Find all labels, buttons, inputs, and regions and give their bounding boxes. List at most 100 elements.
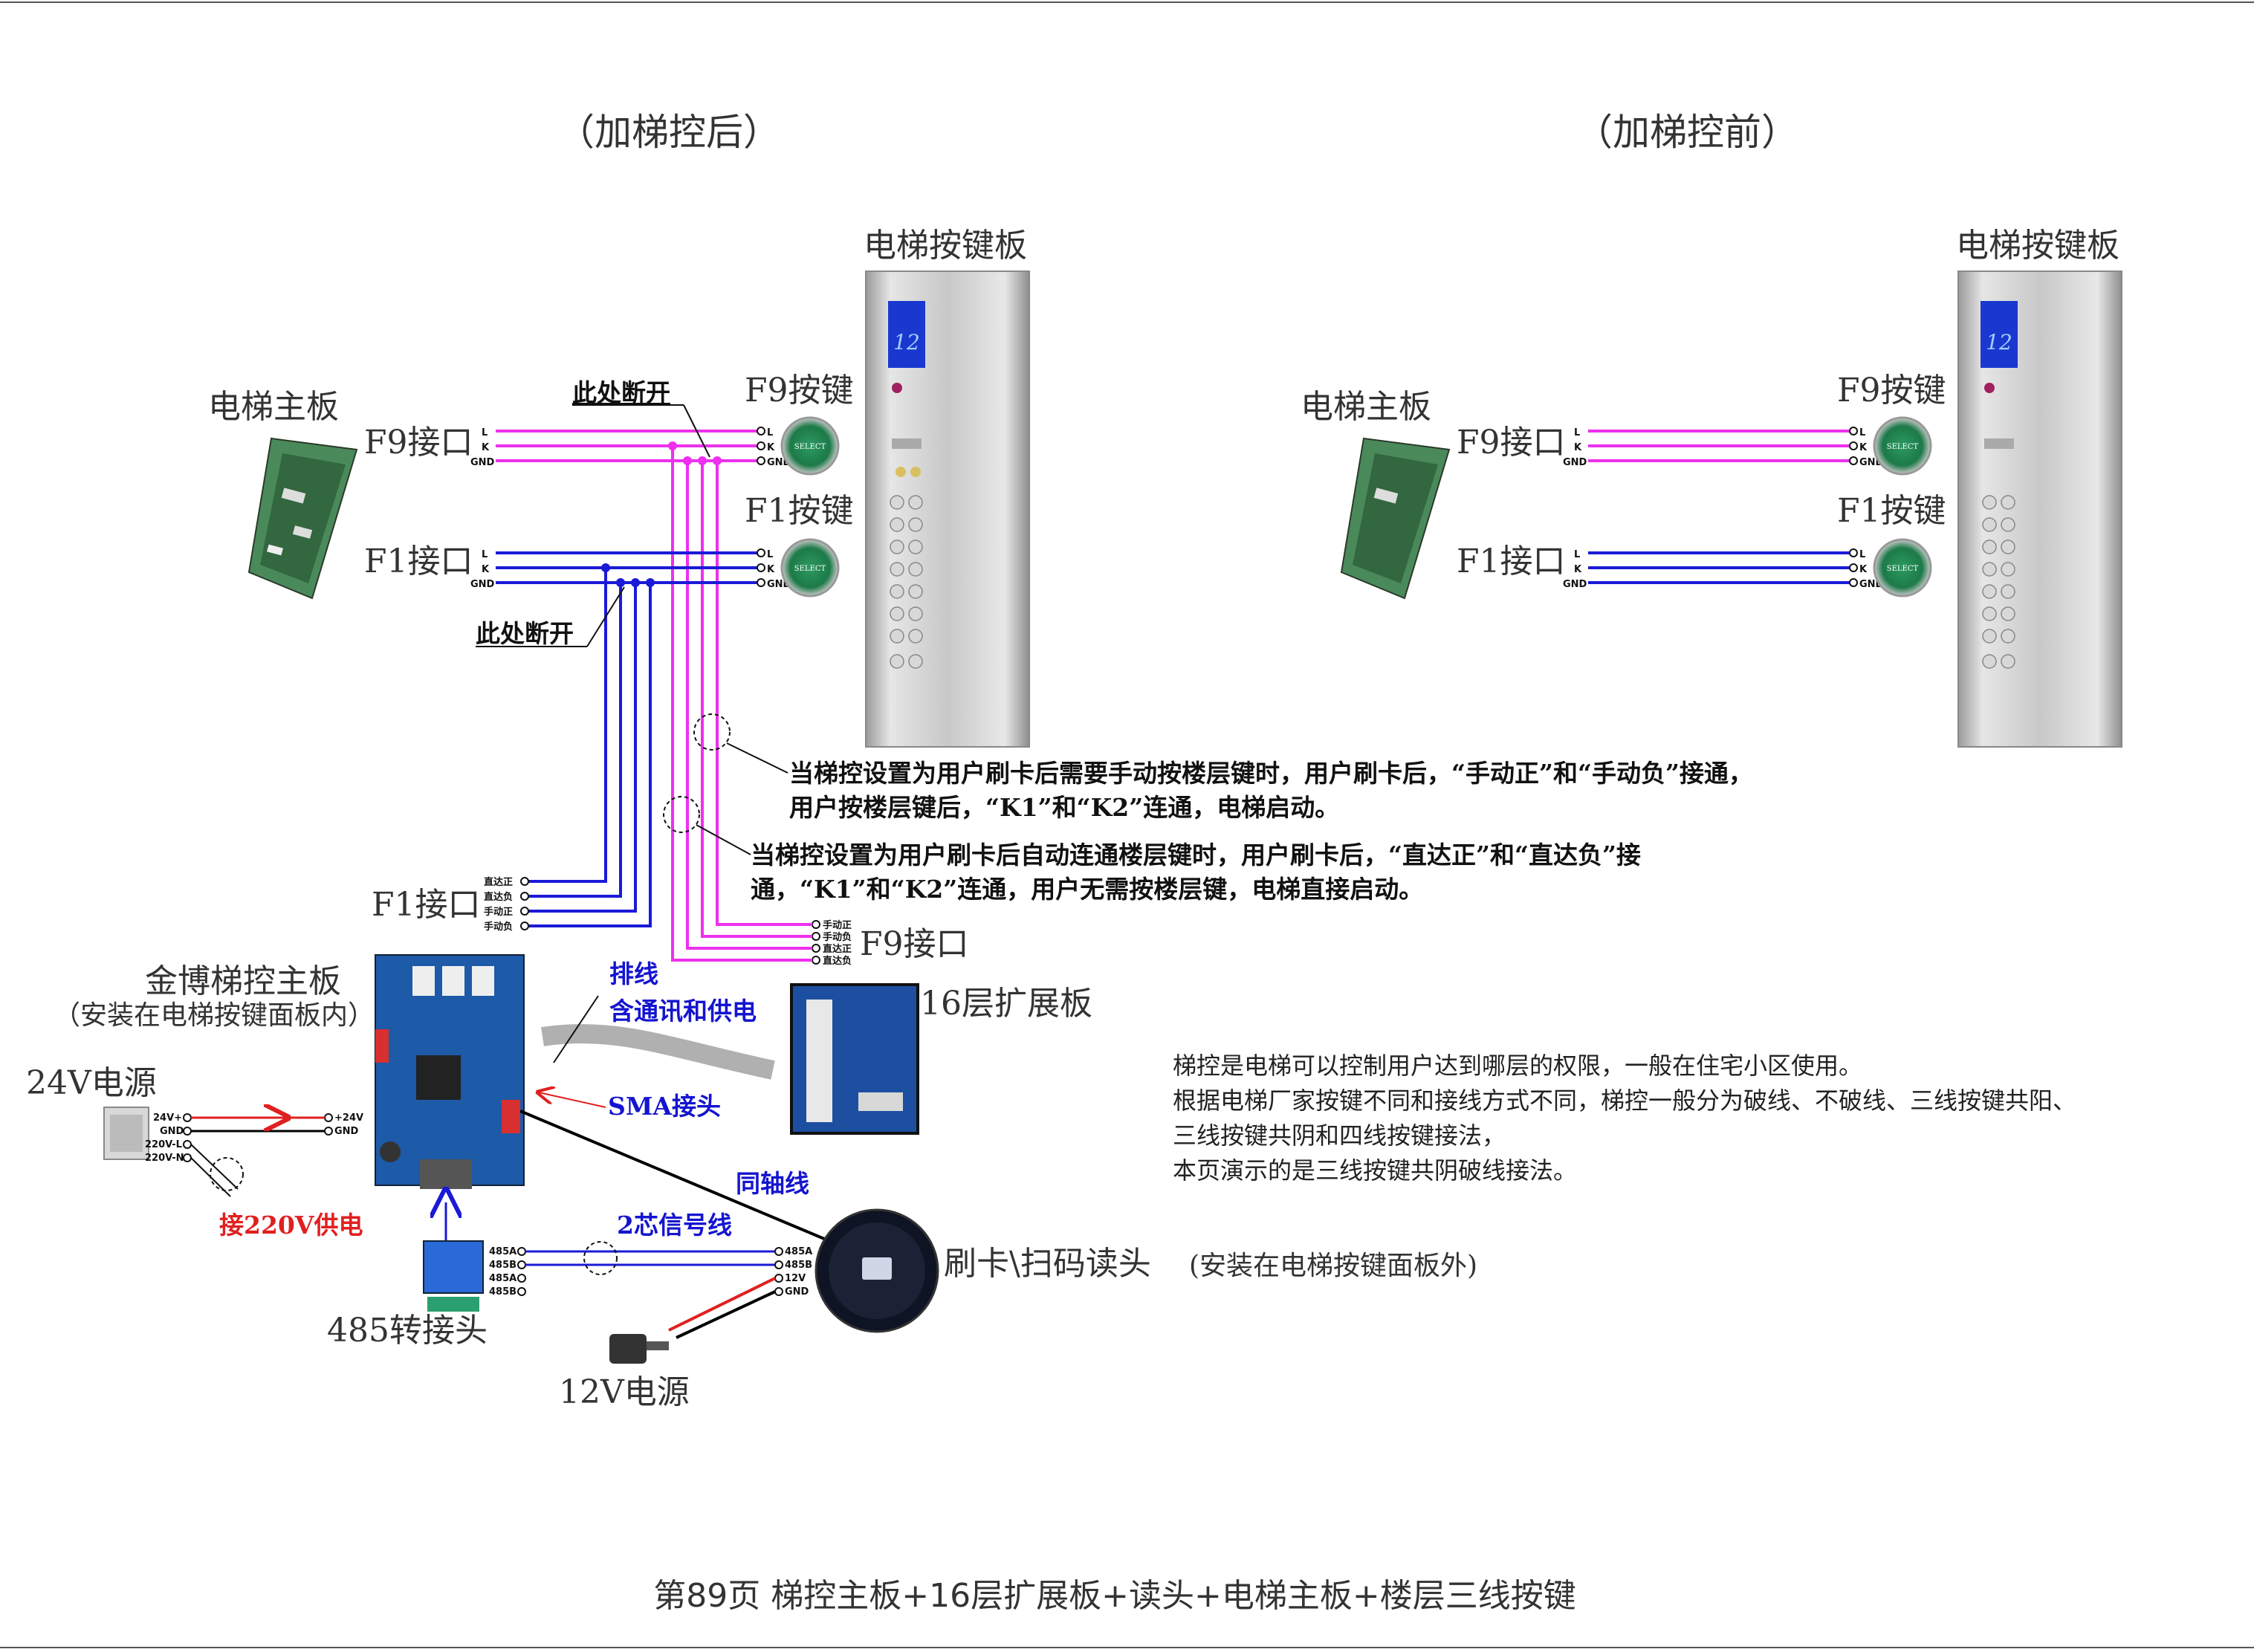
mainboard-label-after: 电梯主板 — [208, 388, 339, 426]
psu24-out-2: GND — [334, 1126, 359, 1137]
ctrl-f1-pin-4: 手动负 — [484, 921, 513, 933]
mb2-f1-pin-gnd: GND — [1563, 579, 1587, 590]
f1-button-label-after: F1按键 — [745, 492, 854, 530]
button-terminals-before — [1849, 427, 1858, 587]
power24-unit — [103, 1107, 149, 1160]
reader-label: 刷卡\扫码读头 — [944, 1245, 1151, 1283]
sma-arrow — [539, 1092, 606, 1108]
reader-pin-1: 485A — [785, 1246, 812, 1257]
ctrl-f1-terminals — [520, 877, 529, 930]
coax-cable — [519, 1110, 848, 1250]
svg-text:SELECT: SELECT — [1887, 443, 1919, 451]
svg-text:SELECT: SELECT — [794, 443, 826, 451]
psu24-pin-1: 24V+ — [153, 1112, 182, 1124]
f9-port-label-after: F9接口 — [364, 424, 473, 461]
callout-circle-manual — [693, 713, 731, 751]
ribbon-cable — [541, 1024, 775, 1080]
signal-callout — [583, 1241, 618, 1275]
f1-wires-after — [496, 551, 758, 927]
f9-port-label-before: F9接口 — [1457, 424, 1566, 461]
btn-f9-pin-k: K — [767, 442, 775, 453]
power24-label: 24V电源 — [26, 1064, 157, 1102]
reader-pin-3: 12V — [785, 1273, 806, 1284]
controller-note: （安装在电梯按键面板内） — [54, 1000, 375, 1031]
rs485-pin-1: 485A — [489, 1246, 516, 1257]
note-direct-line1: 当梯控设置为用户刷卡后自动连通楼层键时，用户刷卡后，“直达正”和“直达负”接 — [751, 840, 1641, 869]
ctrl-f9-port-label: F9接口 — [860, 925, 969, 963]
ctrl-f9-pin-3: 直达正 — [823, 943, 852, 955]
f9-junctions — [668, 441, 722, 465]
coax-label: 同轴线 — [736, 1169, 809, 1198]
svg-text:12: 12 — [1986, 330, 2012, 354]
button-terminals-after — [757, 427, 765, 587]
psu24-pin-4: 220V-N — [145, 1153, 184, 1164]
card-reader — [815, 1208, 939, 1333]
f1-port-label-after: F1接口 — [364, 542, 473, 580]
btn2-f1-pin-k: K — [1859, 564, 1868, 575]
mb-f9-pin-gnd: GND — [470, 457, 495, 468]
f1-button-before: SELECT — [1873, 538, 1932, 597]
f9-button-after: SELECT — [780, 416, 840, 476]
panel-floor-buttons-before — [1982, 495, 2015, 669]
f9-button-label-before: F9按键 — [1837, 372, 1946, 409]
psu24-pin-3: 220V-L — [145, 1139, 182, 1150]
elevator-panel-after: 12 — [865, 271, 1030, 748]
ctrl-f1-pin-1: 直达正 — [484, 876, 513, 888]
btn-f9-pin-l: L — [767, 427, 773, 438]
rs485-terminals — [517, 1247, 526, 1296]
ribbon-label: 排线 — [609, 959, 658, 988]
psu24-out-1: +24V — [334, 1112, 363, 1124]
title-before: （加梯控前） — [1575, 111, 1798, 154]
reader-terminals — [774, 1247, 783, 1296]
mb-f1-pin-l: L — [482, 549, 488, 560]
svg-text:SELECT: SELECT — [794, 565, 826, 573]
rs485-pin-3: 485A — [489, 1273, 516, 1284]
rs485-adapter — [423, 1240, 484, 1312]
f9-button-before: SELECT — [1873, 416, 1932, 476]
ctrl-f9-pin-4: 直达负 — [823, 955, 852, 967]
desc-line-2: 根据电梯厂家按键不同和接线方式不同，梯控一般分为破线、不破线、三线按键共阳、 — [1173, 1086, 2076, 1115]
mainboard-label-before: 电梯主板 — [1301, 388, 1431, 426]
reader-pin-4: GND — [785, 1286, 809, 1298]
rs485-pin-4: 485B — [489, 1286, 516, 1298]
ctrl-f9-terminals — [812, 920, 820, 965]
note-direct-line2: 通，“K1”和“K2”连通，用户无需按楼层键，电梯直接启动。 — [751, 875, 1423, 904]
mb-f9-pin-k: K — [482, 442, 490, 453]
break-label-f9: 此处断开 — [572, 378, 670, 407]
page-footer: 第89页 梯控主板+16层扩展板+读头+电梯主板+楼层三线按键 — [653, 1577, 1575, 1615]
panel-label-after: 电梯按键板 — [864, 227, 1027, 265]
svg-text:SELECT: SELECT — [1887, 565, 1919, 573]
btn2-f9-pin-l: L — [1859, 427, 1865, 438]
callout-leader-manual — [726, 742, 788, 774]
f1-wires-before — [1588, 551, 1850, 584]
mb-f9-pin-l: L — [482, 427, 488, 438]
f1-button-after: SELECT — [780, 538, 840, 597]
power12-label: 12V电源 — [559, 1373, 690, 1411]
power12-plus-wire — [668, 1277, 776, 1332]
mb-f1-pin-gnd: GND — [470, 579, 495, 590]
note-manual-line1: 当梯控设置为用户刷卡后需要手动按楼层键时，用户刷卡后，“手动正”和“手动负”接通… — [789, 759, 1753, 788]
ctrl-f1-pin-3: 手动正 — [484, 906, 513, 918]
note-manual-line2: 用户按楼层键后，“K1”和“K2”连通，电梯启动。 — [789, 793, 1339, 822]
reader-pin-2: 485B — [785, 1260, 812, 1271]
mb-f1-pin-k: K — [482, 564, 490, 575]
psu220-wire-l — [190, 1144, 239, 1190]
title-after: （加梯控后） — [557, 111, 780, 154]
f1-junctions — [601, 563, 655, 587]
controller-label: 金博梯控主板 — [145, 962, 341, 1000]
sma-label: SMA接头 — [608, 1092, 721, 1121]
f1-port-label-before: F1接口 — [1457, 542, 1566, 580]
mb2-f9-pin-gnd: GND — [1563, 457, 1587, 468]
desc-line-4: 本页演示的是三线按键共阴破线接法。 — [1173, 1156, 1577, 1185]
btn2-f1-pin-l: L — [1859, 549, 1865, 560]
mb2-f9-pin-l: L — [1574, 427, 1580, 438]
btn2-f9-pin-k: K — [1859, 442, 1868, 453]
break-label-f1: 此处断开 — [476, 619, 574, 648]
btn-f1-pin-l: L — [767, 549, 773, 560]
f9-button-label-after: F9按键 — [745, 372, 854, 409]
ac220-label: 接220V供电 — [219, 1211, 363, 1240]
psu24-terminals — [183, 1113, 333, 1162]
btn-f1-pin-k: K — [767, 564, 775, 575]
rs485-label: 485转接头 — [327, 1312, 488, 1350]
power12-adapter — [609, 1334, 669, 1364]
